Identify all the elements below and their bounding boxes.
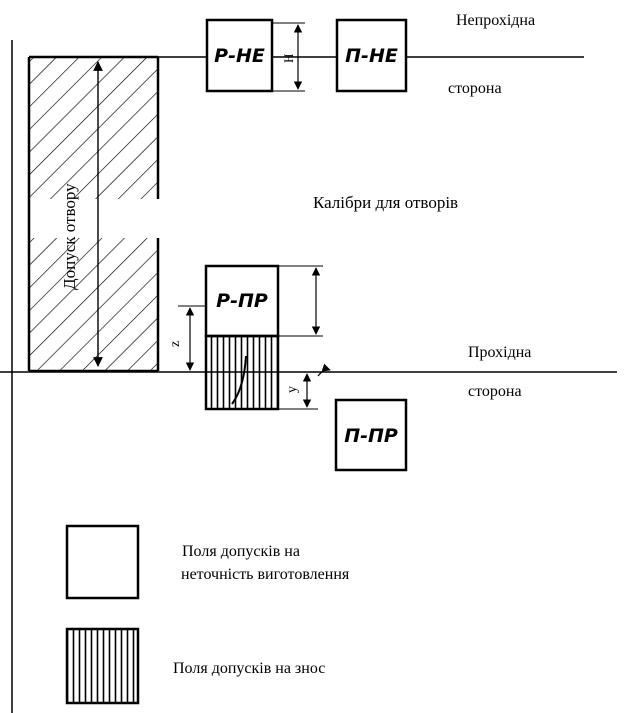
non-pass-side-top-label: Непрохідна — [456, 12, 535, 29]
hole-tolerance-field — [27, 55, 160, 373]
pass-side-bottom-label: сторона — [468, 383, 522, 400]
dim-h: Н — [272, 22, 305, 92]
dim-y: у — [278, 363, 331, 410]
gauge-p-ne-label: П-НЕ — [345, 45, 398, 67]
legend-manufacturing-line1: Поля допусків на — [182, 543, 300, 560]
gauge-p-ne: П-НЕ — [335, 18, 408, 93]
dim-h-label: Н — [281, 54, 296, 63]
dim-y-label: у — [285, 386, 300, 393]
gauge-r-pr-wear-field — [204, 334, 280, 411]
legend-manufacturing-line2: неточність виготовлення — [181, 566, 350, 583]
gauge-r-ne-label: Р-НЕ — [214, 45, 265, 67]
legend-wear: Поля допусків на знос — [65, 627, 325, 705]
non-pass-side-bottom-label: сторона — [448, 80, 502, 97]
legend-manufacturing-swatch — [65, 524, 140, 600]
dim-z-label: z — [168, 341, 183, 347]
gauge-p-pr-label: П-ПР — [344, 425, 398, 447]
legend-wear-label: Поля допусків на знос — [173, 660, 325, 677]
gauge-p-pr: П-ПР — [334, 398, 408, 472]
gauge-r-pr-label: Р-ПР — [216, 290, 268, 312]
gauge-r-pr: Р-ПР — [204, 264, 280, 338]
hole-tolerance-label: Допуск отвору — [60, 183, 79, 290]
gauge-r-ne: Р-НЕ — [205, 18, 274, 93]
diagram-title: Калібри для отворів — [313, 193, 458, 212]
pass-side-top-label: Прохідна — [468, 344, 531, 361]
legend-wear-swatch — [65, 627, 140, 705]
dim-r-pr-tolerance — [278, 265, 323, 337]
dim-z: z — [168, 305, 206, 371]
legend-manufacturing: Поля допусків на неточність виготовлення — [65, 524, 350, 600]
